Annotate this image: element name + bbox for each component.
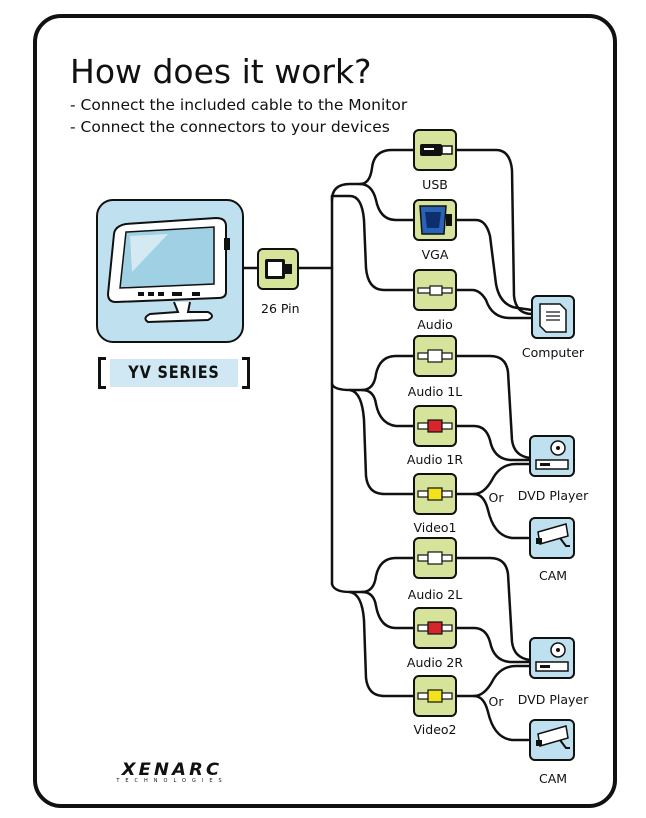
video2-label: Video2 [413,722,457,737]
usb-label: USB [422,177,448,192]
audio-2r-label: Audio 2R [406,655,464,670]
step-2: - Connect the connectors to your devices [70,118,390,136]
right-bracket [242,357,250,389]
wire-vga [358,182,416,222]
series-label-box: YV SERIES [98,357,250,389]
wire-audio2r-dvd [454,626,532,664]
step-1: - Connect the included cable to the Moni… [70,96,408,114]
dvd-player-icon [529,637,575,679]
brand-name: XENARC [121,760,223,780]
wire-video2 [348,590,416,698]
audio-2l-label: Audio 2L [407,587,463,602]
brand-logo: XENARC TECHNOLOGIES [100,760,244,784]
wire-audio1l-dvd [454,354,532,460]
cam-icon [529,719,575,761]
computer-label: Computer [521,345,585,360]
video1-label: Video1 [413,520,457,535]
wire-video1 [348,388,416,496]
wire-vga-computer [454,218,534,312]
connector-video1-icon [413,473,457,515]
connector-audio-icon [413,269,457,311]
wire-video2-dvd [454,664,532,698]
connector-video2-icon [413,675,457,717]
series-label: YV SERIES [128,363,220,383]
or-label: Or [488,490,504,505]
wire-audio1r-dvd [454,424,532,462]
connector-audio1l-icon [413,335,457,377]
connector-usb-icon [413,129,457,171]
cam-label: CAM [538,771,568,786]
wire-audio2l-dvd [454,556,532,662]
dvd-player-label: DVD Player [517,488,589,503]
dvd-player-label: DVD Player [517,692,589,707]
audio-label: Audio [417,317,453,332]
left-bracket [98,357,106,389]
wire-video1-dvd [454,462,532,496]
wire-audio-computer [454,288,534,320]
wire-audio2l [330,556,416,594]
brand-tagline: TECHNOLOGIES [116,778,228,784]
audio-1r-label: Audio 1R [406,452,464,467]
monitor-icon [106,216,230,324]
wire-video1-cam [472,492,530,540]
diagram-card [33,14,617,808]
cam-label: CAM [538,568,568,583]
hub-26pin-icon [257,248,299,290]
wire-usb-computer [454,148,534,316]
audio-1l-label: Audio 1L [407,384,463,399]
monitor-panel [96,199,244,343]
cam-icon [529,517,575,559]
wire-audio1l [330,354,416,392]
vga-label: VGA [421,247,449,262]
connector-vga-icon [413,199,457,241]
hub-label: 26 Pin [261,301,300,316]
wire-video2-cam [472,694,530,742]
wire-audio2r [360,590,416,630]
connector-audio1r-icon [413,405,457,447]
wire-audio1r [360,388,416,428]
page-title: How does it work? [70,52,372,91]
wire-audio [330,194,416,292]
wire-usb [330,148,416,202]
or-label: Or [488,694,504,709]
wires [226,148,534,742]
dvd-player-icon [529,435,575,477]
connector-audio2r-icon [413,607,457,649]
connector-audio2l-icon [413,537,457,579]
computer-icon [531,295,575,339]
